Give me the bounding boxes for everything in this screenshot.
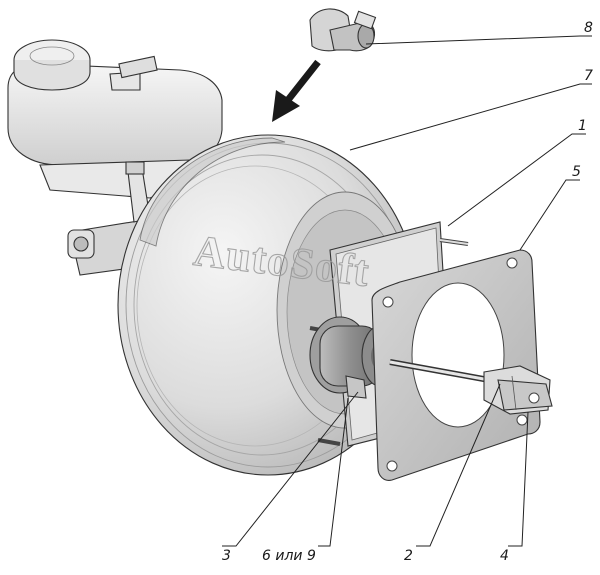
- callout-4: 4: [500, 548, 509, 564]
- leader-lines: [222, 35, 592, 547]
- plate-center-hole: [411, 282, 505, 428]
- callout-5: 5: [572, 164, 581, 180]
- level-sensor-connector: [118, 55, 158, 79]
- callout-2: 2: [404, 548, 413, 564]
- assembly-direction-arrow: [272, 59, 321, 122]
- callout-1: 1: [578, 118, 587, 134]
- callout-6-or-9: 6 или 9: [262, 548, 316, 564]
- push-rod: [389, 359, 553, 415]
- mounting-plate-5: [371, 249, 541, 481]
- vacuum-check-valve: [309, 8, 377, 52]
- callout-8: 8: [584, 20, 593, 36]
- hub-nut: [345, 375, 367, 399]
- clevis-4: [497, 379, 553, 411]
- callout-3: 3: [222, 548, 231, 564]
- master-cylinder-reservoir: [7, 39, 223, 199]
- callout-7: 7: [584, 68, 593, 84]
